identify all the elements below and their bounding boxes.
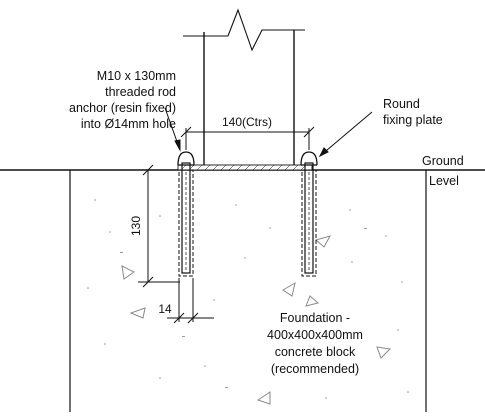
foundation-label-line-4: (recommended)	[271, 362, 359, 376]
centres-dimension-label: 140(Ctrs)	[222, 115, 272, 129]
depth-dimension	[138, 164, 180, 288]
anchor-label-line-1: M10 x 130mm	[97, 69, 176, 83]
plate-label-line-2: fixing plate	[383, 113, 443, 127]
leader-lines	[164, 107, 373, 158]
foundation-label-line-2: 400x400x400mm	[267, 328, 363, 342]
left-anchor	[177, 151, 195, 277]
concrete-texture	[121, 235, 392, 405]
anchor-label-line-2: threaded rod	[105, 85, 176, 99]
hole-dimension-label: 14	[158, 302, 172, 316]
base-plate	[177, 164, 313, 171]
foundation-label-line-3: concrete block	[275, 345, 356, 359]
post-break-line	[183, 8, 305, 52]
anchor-label-line-3: anchor (resin fixed)	[69, 101, 176, 115]
anchor-label-line-4: into Ø14mm hole	[81, 117, 176, 131]
ground-label-line-1: Ground	[422, 154, 464, 168]
hole-dimension	[167, 278, 214, 324]
right-anchor	[300, 151, 318, 277]
anchor-label: M10 x 130mm threaded rod anchor (resin f…	[69, 69, 176, 131]
plate-label: Round fixing plate	[383, 97, 443, 127]
ground-label: Ground Level	[422, 154, 464, 188]
post-legs	[203, 30, 295, 167]
depth-dimension-label: 130	[129, 216, 143, 236]
ground-label-line-2: Level	[429, 174, 459, 188]
foundation-block	[69, 170, 427, 412]
foundation-label-line-1: Foundation -	[280, 311, 350, 325]
centres-dimension	[180, 126, 315, 150]
concrete-dots	[87, 199, 409, 399]
foundation-label: Foundation - 400x400x400mm concrete bloc…	[267, 311, 363, 376]
plate-label-line-1: Round	[383, 97, 420, 111]
